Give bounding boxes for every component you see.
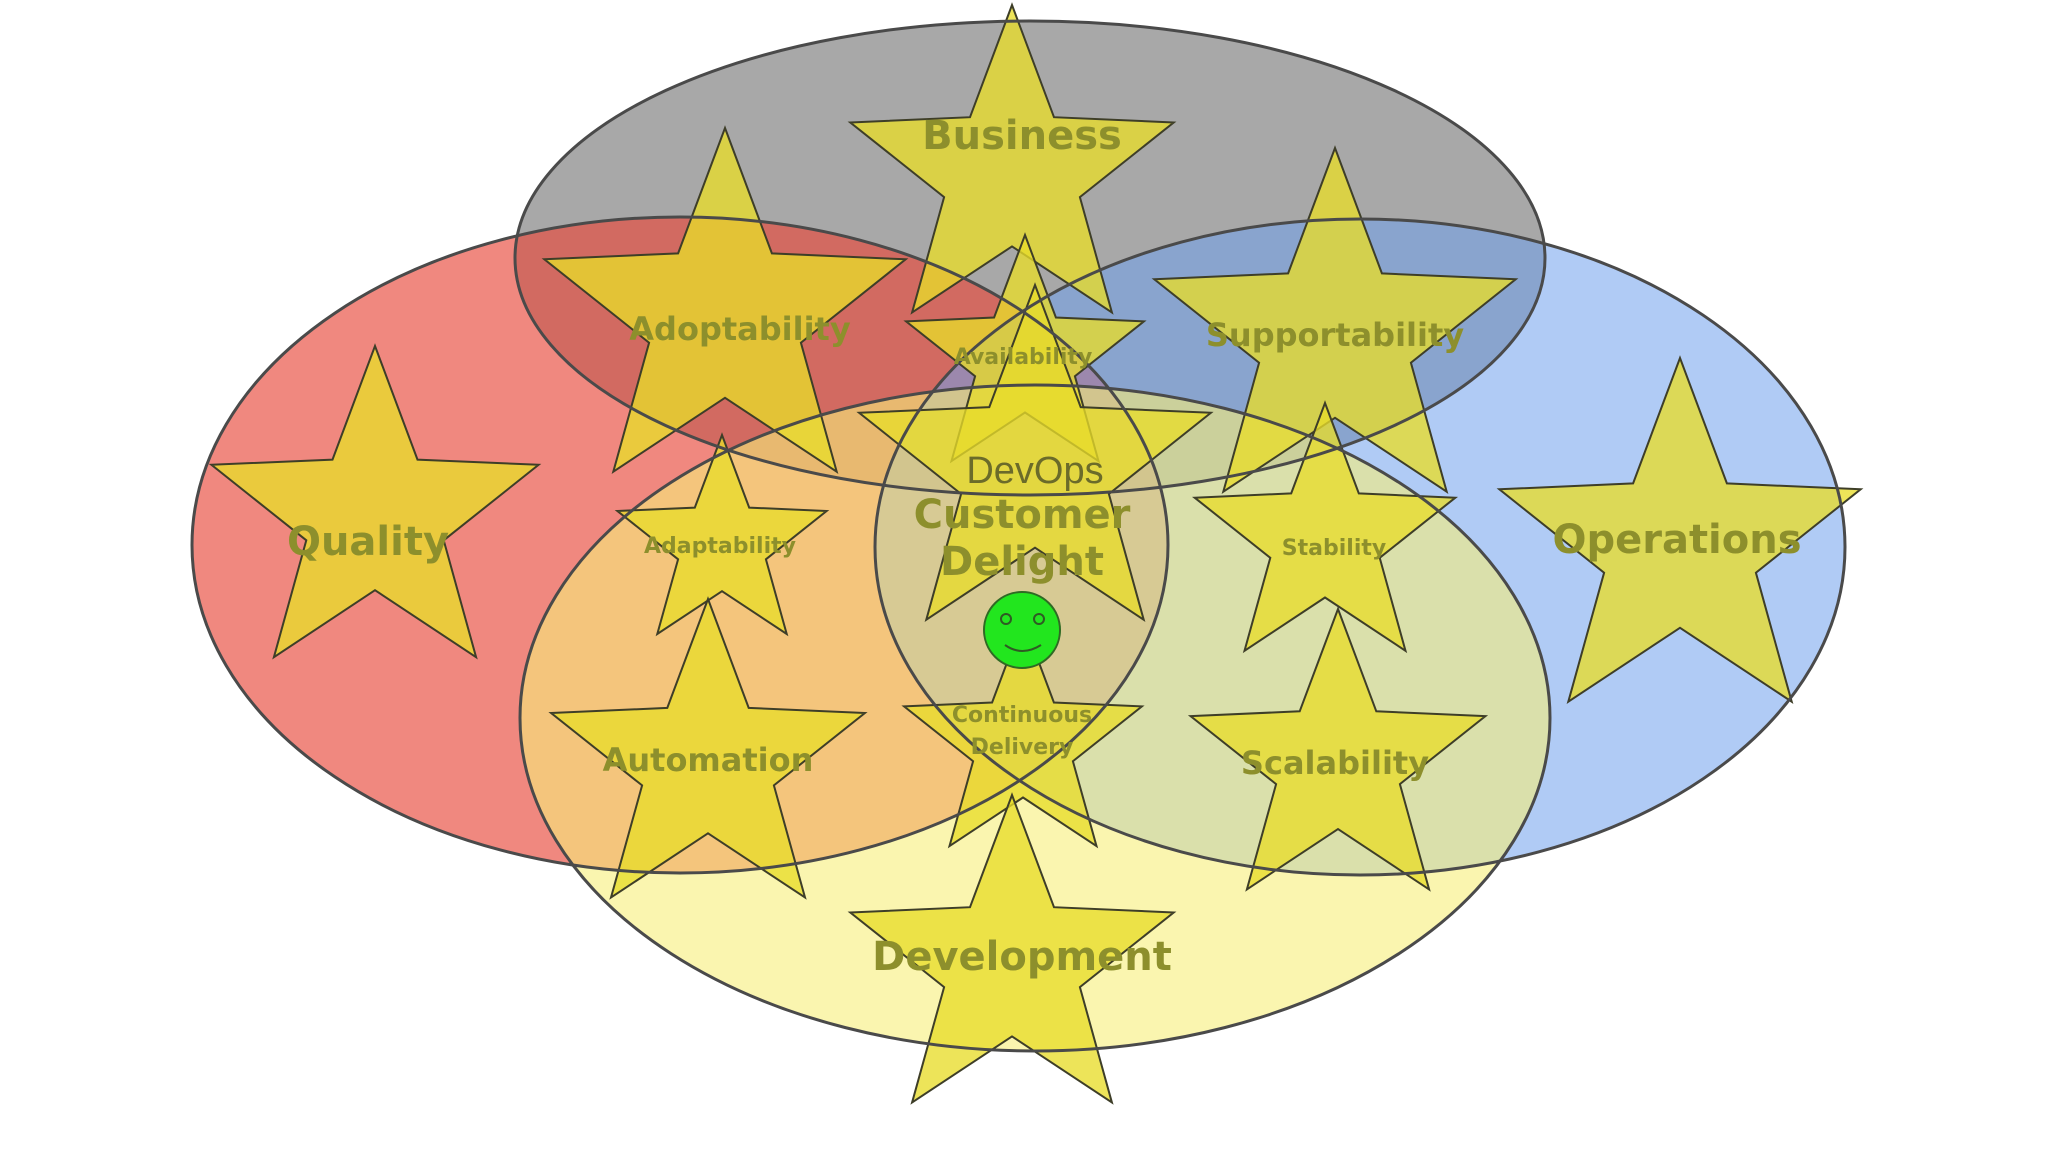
devops-title: DevOps <box>966 450 1103 492</box>
supportability-label: Supportability <box>1206 316 1464 354</box>
star-business-icon <box>847 2 1177 315</box>
smiley-icon <box>983 591 1061 669</box>
stability-label: Stability <box>1282 536 1386 561</box>
labels-layer: Business Quality Operations Development … <box>287 113 1802 980</box>
star-operations-icon <box>1496 355 1864 705</box>
adoptability-label: Adoptability <box>629 310 851 348</box>
scalability-label: Scalability <box>1241 744 1429 782</box>
quality-circle-outline <box>190 215 1170 875</box>
star-development-icon <box>847 792 1177 1105</box>
star-scalability-icon <box>1187 606 1489 892</box>
operations-label: Operations <box>1552 517 1801 563</box>
operations-circle-outline <box>873 217 1847 877</box>
star-center-icon <box>856 282 1214 623</box>
customer-label: Customer <box>914 492 1131 538</box>
quality-label: Quality <box>287 519 449 565</box>
circle-outlines <box>190 19 1847 1053</box>
development-circle-outline <box>518 383 1552 1053</box>
delivery-label: Delivery <box>971 735 1074 760</box>
business-circle-outline <box>513 19 1547 497</box>
continuous-label: Continuous <box>952 703 1092 728</box>
delight-label: Delight <box>940 539 1104 585</box>
development-label: Development <box>872 934 1172 980</box>
adaptability-label: Adaptability <box>644 534 796 559</box>
automation-label: Automation <box>603 741 814 779</box>
availability-label: Availability <box>954 345 1093 370</box>
stars-layer <box>208 2 1864 1105</box>
star-quality-icon <box>208 343 542 660</box>
star-adaptability-icon <box>614 432 830 637</box>
star-automation-icon <box>548 596 868 900</box>
business-label: Business <box>922 113 1122 159</box>
star-stability-icon <box>1191 400 1459 654</box>
star-adoptability-icon <box>541 125 909 475</box>
star-supportability-icon <box>1151 145 1519 495</box>
